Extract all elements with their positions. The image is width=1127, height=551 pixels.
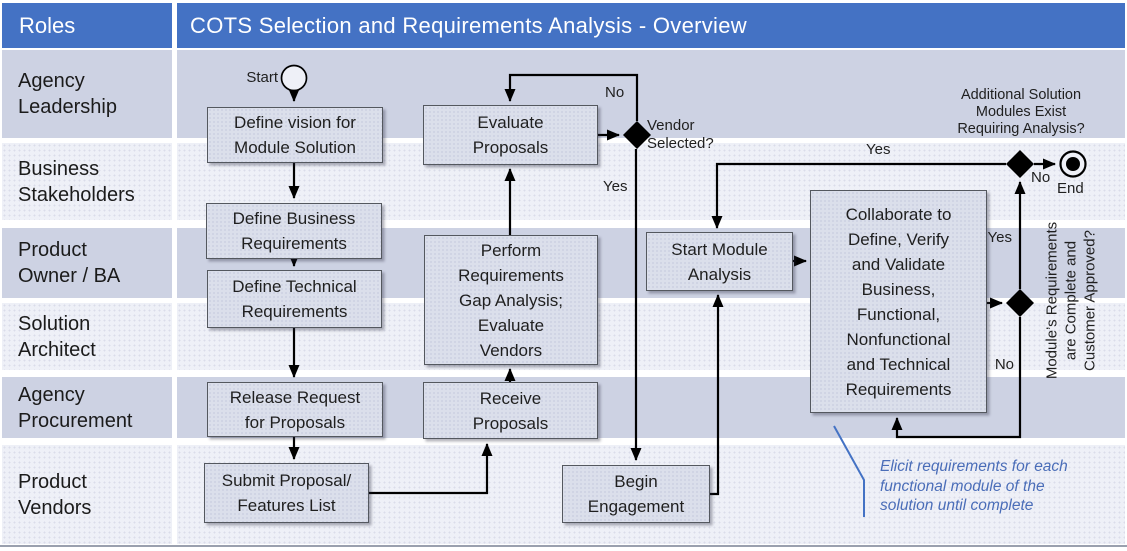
module-complete-decision-diamond (1006, 289, 1034, 317)
diagram-title-bar: COTS Selection and Requirements Analysis… (177, 3, 1125, 48)
node-release-request-for-proposals: Release Request for Proposals (207, 382, 383, 437)
annotation-callout-line (833, 425, 865, 517)
start-event-circle (280, 64, 308, 92)
node-define-business-requirements: Define Business Requirements (206, 203, 382, 259)
lane-divider-column (172, 3, 177, 544)
additional-no-label: No (1031, 169, 1051, 186)
diagram-bottom-border (0, 545, 1127, 547)
lane-label-agency-procurement: Agency Procurement (18, 383, 133, 432)
node-define-technical-requirements: Define Technical Requirements (207, 270, 382, 328)
vendor-decision-diamond (623, 121, 651, 149)
roles-header-cell: Roles (2, 3, 172, 48)
additional-modules-decision-label: Additional Solution Modules Exist Requir… (957, 87, 1085, 137)
node-receive-proposals: Receive Proposals (423, 382, 598, 439)
lane-label-business-stakeholders: Business Stakeholders (18, 157, 135, 206)
module-no-label: No (994, 356, 1014, 373)
additional-modules-decision-diamond (1006, 150, 1034, 178)
end-event-inner-circle (1066, 157, 1080, 171)
edge-vendor-no-loop (504, 73, 639, 121)
node-begin-engagement: Begin Engagement (562, 465, 710, 523)
edge-begin-to-start-module (710, 294, 724, 496)
additional-yes-label: Yes (866, 141, 891, 158)
annotation-text: Elicit requirements for each functional … (880, 458, 1068, 514)
edge-submit-to-receive (369, 443, 493, 495)
node-evaluate-proposals: Evaluate Proposals (423, 105, 598, 165)
node-perform-requirements-gap-analysis: Perform Requirements Gap Analysis; Evalu… (424, 235, 598, 365)
vendor-yes-label: Yes (603, 178, 628, 195)
lane-label-agency-leadership: Agency Leadership (18, 70, 117, 118)
lane-label-product-vendors: Product Vendors (18, 470, 92, 519)
vendor-decision-label: Vendor Selected? (647, 117, 714, 152)
node-collaborate-requirements: Collaborate to Define, Verify and Valida… (810, 190, 987, 413)
vendor-no-label: No (605, 84, 625, 101)
node-start-module-analysis: Start Module Analysis (646, 232, 793, 291)
edge-module-no-loop (891, 317, 1022, 439)
module-complete-decision-label: Module’s Requirements are Complete and C… (1043, 221, 1099, 380)
end-event-label: End (1057, 180, 1084, 197)
start-event-label: Start (246, 69, 278, 86)
lane-label-product-owner-ba: Product Owner / BA (18, 239, 121, 287)
edge-additional-yes-loop (711, 162, 1006, 229)
roles-header-label: Roles (19, 12, 76, 38)
module-yes-label: Yes (987, 229, 1012, 246)
node-submit-proposal-features-list: Submit Proposal/ Features List (204, 463, 369, 523)
node-define-vision: Define vision for Module Solution (207, 107, 383, 163)
diagram-title: COTS Selection and Requirements Analysis… (190, 12, 747, 38)
lane-label-solution-architect: Solution Architect (18, 312, 96, 361)
